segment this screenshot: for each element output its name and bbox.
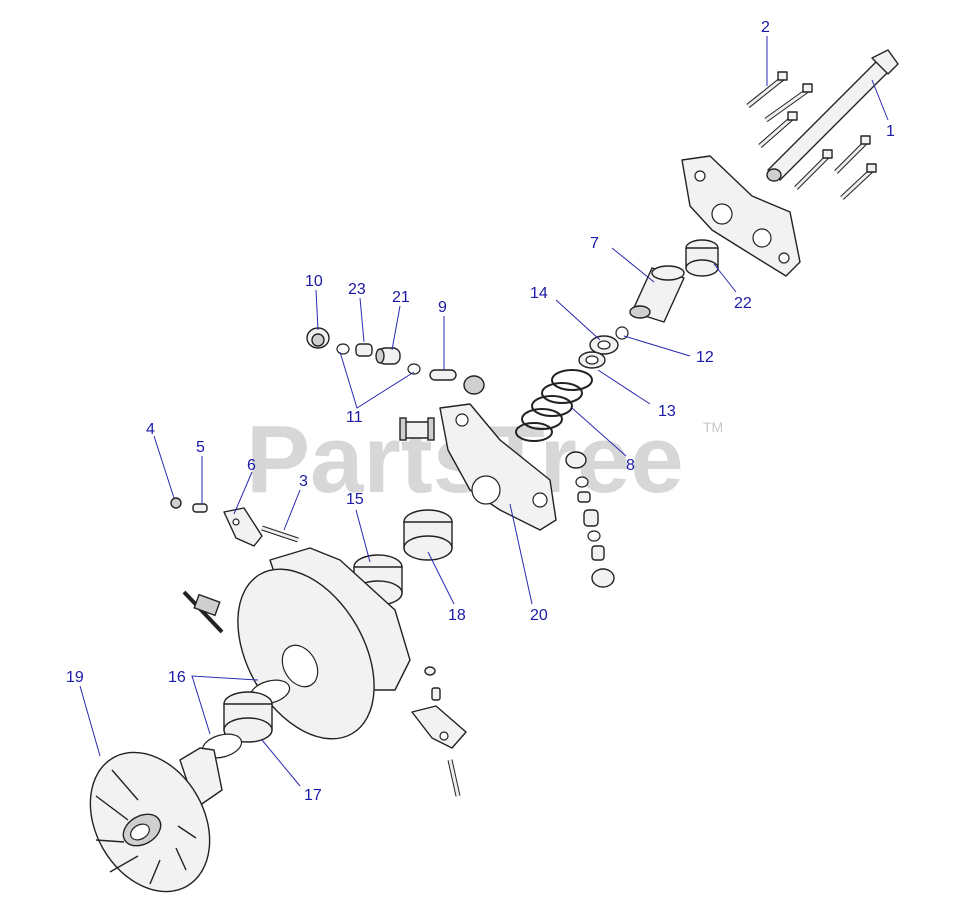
callout-23: 23 [348, 281, 366, 298]
part-20-spider [439, 403, 557, 531]
callout-10: 10 [305, 273, 323, 290]
callout-21: 21 [392, 289, 410, 306]
callout-6: 6 [247, 457, 256, 474]
part-14-washer [589, 335, 619, 355]
callout-9: 9 [438, 299, 447, 316]
callout-8: 8 [626, 457, 635, 474]
callout-17: 17 [304, 787, 322, 804]
callout-12: 12 [696, 349, 714, 366]
part-7-sleeve [629, 265, 685, 323]
part-spider-plate [681, 155, 801, 277]
callout-3: 3 [299, 473, 308, 490]
part-4-nut [170, 497, 182, 509]
part-10-cap [306, 327, 330, 349]
part-roller-assembly [399, 417, 435, 441]
part-19-fixed-sheave [89, 747, 223, 893]
part-3-pin [261, 525, 299, 543]
part-2-bolts [746, 71, 877, 200]
part-22-bushing [685, 239, 719, 277]
callout-20: 20 [530, 607, 548, 624]
callout-19: 19 [66, 669, 84, 686]
part-bolt-assembly [182, 590, 224, 634]
callout-15: 15 [346, 491, 364, 508]
callout-1: 1 [886, 123, 895, 140]
part-17-bushing [223, 691, 273, 743]
callout-2: 2 [761, 19, 770, 36]
callout-labels: 1 2 3 4 5 6 7 8 9 10 11 12 13 14 15 16 1… [66, 19, 895, 804]
part-11-ring-a [336, 343, 350, 355]
callout-16: 16 [168, 669, 186, 686]
callout-22: 22 [734, 295, 752, 312]
callout-14: 14 [530, 285, 548, 302]
part-23-pin [355, 343, 373, 357]
part-12-ring [615, 326, 629, 340]
part-11-ring-b [407, 363, 421, 375]
callout-13: 13 [658, 403, 676, 420]
part-button-stack [565, 451, 615, 588]
leader-lines [79, 36, 889, 787]
part-5-pin [192, 503, 208, 513]
part-13-washer [578, 351, 606, 369]
part-6-weight [223, 507, 263, 547]
part-1-long-bolt [766, 49, 899, 182]
watermark-tm: TM [703, 419, 723, 435]
callout-5: 5 [196, 439, 205, 456]
part-9-pin [429, 369, 457, 381]
part-18-bushing [403, 509, 453, 561]
callout-7: 7 [590, 235, 599, 252]
part-weight-arm [411, 666, 467, 797]
part-21-roller [375, 347, 401, 365]
part-9-plug [463, 375, 485, 395]
part-8-spring [515, 369, 593, 442]
callout-4: 4 [146, 421, 155, 438]
callout-18: 18 [448, 607, 466, 624]
callout-11: 11 [346, 409, 363, 426]
